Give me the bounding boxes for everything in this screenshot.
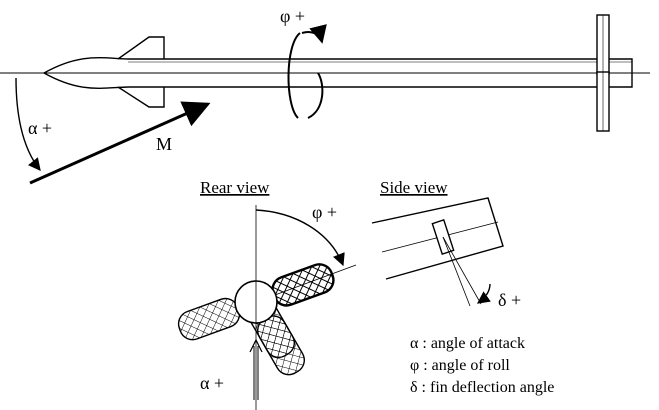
- missile-side-profile: [0, 14, 650, 132]
- legend-delta: δ : fin deflection angle: [410, 379, 554, 396]
- legend-alpha: α : angle of attack: [410, 335, 525, 352]
- mach-label: M: [156, 134, 172, 154]
- symbol-legend: α : angle of attack φ : angle of roll δ …: [410, 335, 554, 396]
- side-view: Side view δ +: [371, 178, 521, 310]
- mach-vector: M: [29, 101, 211, 185]
- side-body-outline: [371, 197, 504, 280]
- roll-label-top: φ +: [280, 6, 305, 26]
- alpha-label-bottom: α +: [200, 373, 224, 393]
- roll-indicator: φ +: [280, 6, 327, 119]
- rear-fin-lower-left: [177, 297, 241, 341]
- missile-body: [42, 57, 633, 89]
- roll-label-rear: φ +: [312, 202, 337, 222]
- delta-label: δ +: [498, 290, 521, 310]
- rear-view-title: Rear view: [200, 178, 270, 197]
- legend-phi: φ : angle of roll: [410, 357, 510, 374]
- forward-fin-upper: [117, 36, 165, 60]
- rear-view: Rear view φ + α +: [177, 178, 357, 410]
- rear-fin-right: [271, 263, 335, 307]
- angle-of-attack-indicator: α +: [15, 77, 52, 171]
- alpha-label-left: α +: [28, 118, 52, 138]
- side-view-title: Side view: [380, 178, 448, 197]
- forward-fin-lower: [117, 86, 165, 108]
